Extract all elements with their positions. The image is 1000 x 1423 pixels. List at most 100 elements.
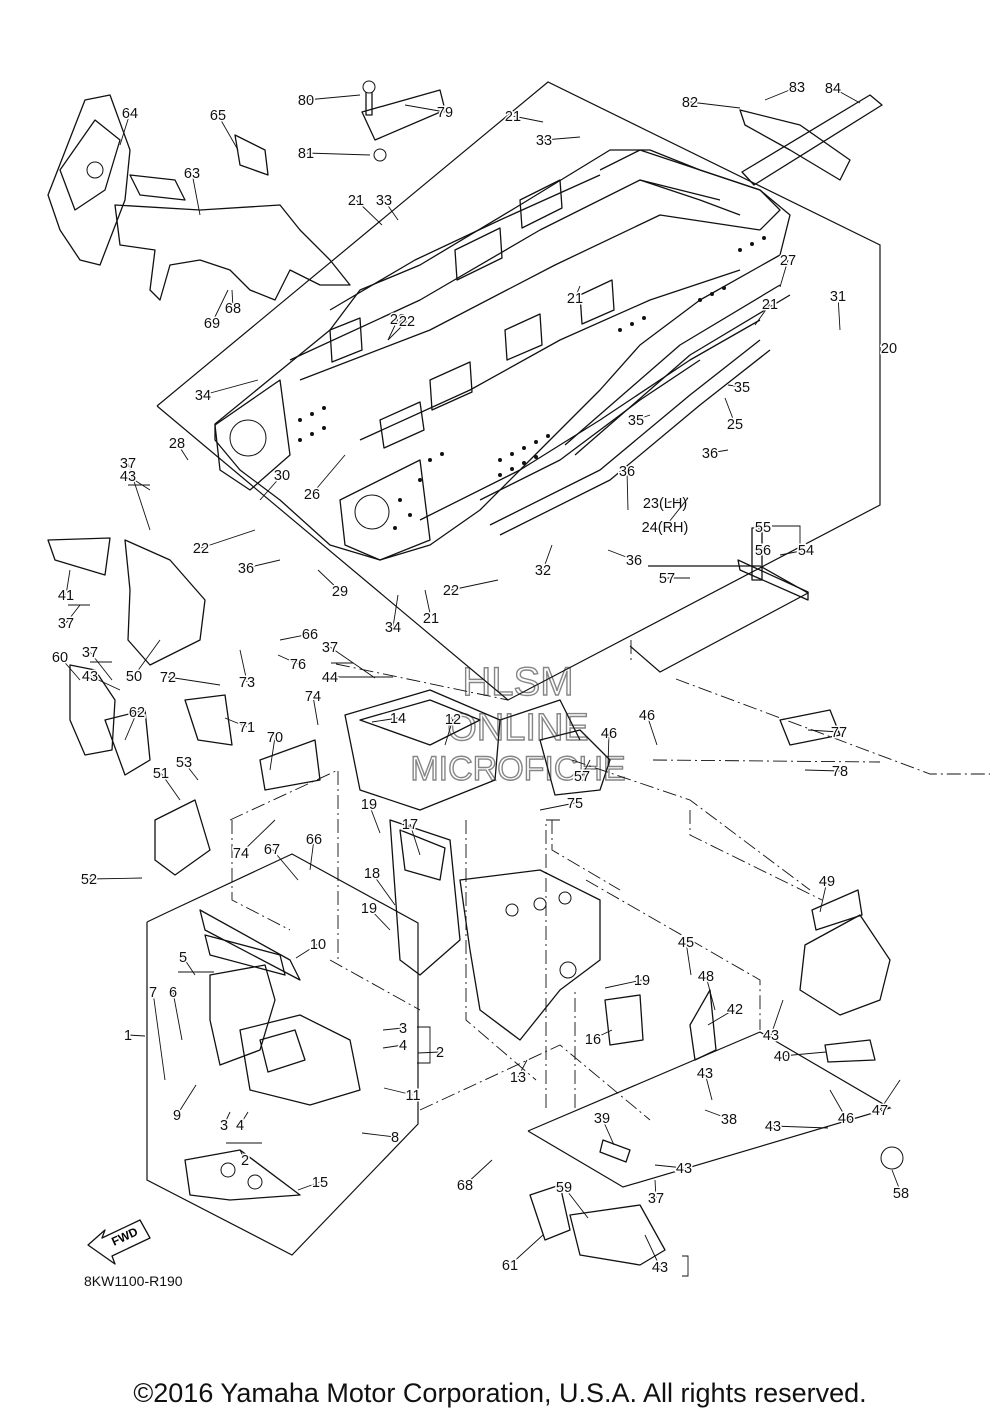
callout-leader <box>574 285 581 299</box>
callout-leader <box>509 1234 544 1266</box>
callout-leader <box>512 115 544 123</box>
callout-44: 44 <box>322 670 338 686</box>
callout-leader <box>295 943 319 959</box>
callout-63: 63 <box>184 166 200 182</box>
callout-leader <box>271 848 299 881</box>
callout-14: 14 <box>390 711 406 727</box>
callout-leader <box>231 289 234 309</box>
callout-leader <box>309 838 315 871</box>
callout-leader <box>183 761 199 781</box>
callout-leader <box>127 475 151 491</box>
callout-79: 79 <box>437 105 453 121</box>
callout-21: 21 <box>762 297 778 313</box>
callout-leader <box>404 104 446 113</box>
callout-62: 62 <box>129 705 145 721</box>
callout-57: 57 <box>574 769 590 785</box>
callout-leader <box>542 544 553 571</box>
callout-72: 72 <box>160 670 176 686</box>
callout-leader <box>89 651 113 681</box>
frame-group-20 <box>156 81 881 701</box>
callout-leader <box>305 152 371 156</box>
callout-28: 28 <box>169 436 185 452</box>
callout-12: 12 <box>445 712 461 728</box>
callout-leader <box>424 589 432 619</box>
callout-leader <box>127 1034 146 1037</box>
callout-leader <box>65 569 71 596</box>
callout-leader <box>709 449 729 454</box>
callout-leader <box>371 717 399 723</box>
callout-60: 60 <box>52 650 68 666</box>
callout-leader <box>764 86 798 101</box>
callout-43: 43 <box>697 1066 713 1082</box>
callout-leader <box>804 769 841 772</box>
callout-leader <box>781 1051 827 1057</box>
callout-30: 30 <box>274 468 290 484</box>
callout-leader <box>707 1008 736 1026</box>
callout-46: 46 <box>639 708 655 724</box>
callout-1: 1 <box>124 1028 132 1044</box>
callout-5: 5 <box>179 950 187 966</box>
callout-43: 43 <box>763 1028 779 1044</box>
callout-leader <box>387 318 399 341</box>
callout-leader <box>685 941 692 976</box>
callout-leader <box>245 559 281 569</box>
callout-71: 71 <box>239 720 255 736</box>
callout-leader <box>754 303 771 326</box>
callout-leader <box>371 872 396 906</box>
callout-leader <box>277 654 299 665</box>
callout-layer: 1223344567891011121314151617181919192021… <box>50 79 910 1278</box>
callout-leader <box>176 1084 197 1116</box>
callout-leader <box>604 979 643 989</box>
callout-leader <box>224 717 248 728</box>
callout-leader <box>182 956 196 976</box>
callout-82: 82 <box>682 95 698 111</box>
callout-leader <box>202 379 259 396</box>
callout-leader <box>312 695 319 726</box>
callout-leader <box>89 675 121 691</box>
callout-6: 6 <box>169 985 177 1001</box>
callout-leader <box>368 907 391 931</box>
callout-leader <box>829 1089 847 1119</box>
callout-73: 73 <box>239 675 255 691</box>
callout-leader <box>382 1044 404 1049</box>
callout-67: 67 <box>264 842 280 858</box>
callout-leader <box>119 112 131 146</box>
callout-leader <box>592 1029 613 1040</box>
callout-24-rh: 24(RH) <box>642 520 689 536</box>
front-frame-assembly <box>47 80 883 301</box>
callout-2: 2 <box>241 1153 249 1169</box>
callout-leader <box>689 101 741 109</box>
callout-50: 50 <box>126 669 142 685</box>
callout-leader <box>879 347 890 354</box>
callout-leader <box>124 711 138 741</box>
callout-8: 8 <box>391 1130 399 1146</box>
callout-leader <box>704 1109 730 1120</box>
callout-49: 49 <box>819 874 835 890</box>
callout-leader <box>217 114 239 151</box>
callout-10: 10 <box>310 937 326 953</box>
callout-leader <box>172 991 183 1041</box>
callout-leader <box>757 549 764 554</box>
callout-34: 34 <box>385 620 401 636</box>
callout-29: 29 <box>332 584 348 600</box>
callout-37: 37 <box>58 616 74 632</box>
callout-19: 19 <box>634 973 650 989</box>
callout-4: 4 <box>399 1038 407 1054</box>
callout-leader <box>654 1179 657 1199</box>
callout-77: 77 <box>831 725 847 741</box>
callout-leader <box>626 470 629 511</box>
callout-22: 22 <box>193 541 209 557</box>
callout-leader <box>581 759 591 777</box>
callout-leader <box>297 1181 321 1191</box>
callout-64: 64 <box>122 106 138 122</box>
callout-leader <box>772 1125 829 1129</box>
callout-20: 20 <box>881 341 897 357</box>
callout-3: 3 <box>399 1021 407 1037</box>
callout-47: 47 <box>872 1103 888 1119</box>
callout-leader <box>133 639 161 677</box>
callout-78: 78 <box>832 764 848 780</box>
callout-leader <box>704 1072 713 1101</box>
callout-18: 18 <box>364 866 380 882</box>
bulkhead-assembly <box>47 527 904 1266</box>
callout-39: 39 <box>594 1111 610 1127</box>
